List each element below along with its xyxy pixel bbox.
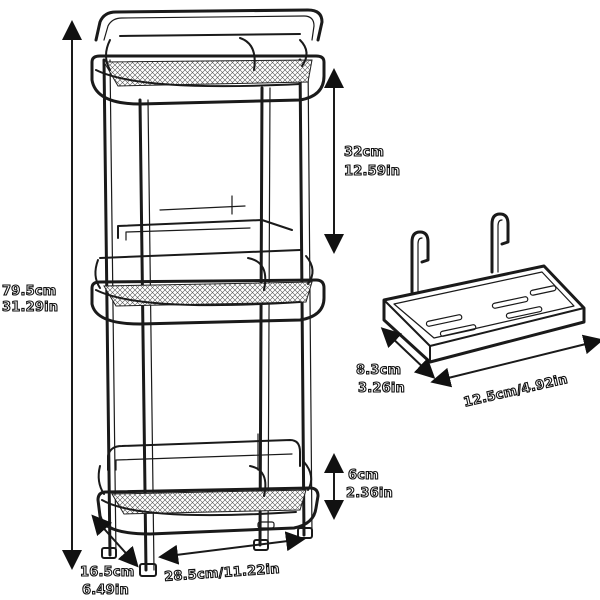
- basket-depth-cm: 6cm: [348, 468, 379, 483]
- middle-shelf: [90, 249, 326, 326]
- top-rail: [94, 8, 324, 42]
- middle-rail: [117, 195, 293, 241]
- top-shelf: [90, 37, 326, 106]
- total-height-in: 31.29in: [2, 300, 58, 315]
- hook-basket-width: 12.5cm/4.92in: [462, 372, 569, 411]
- base-depth-cm: 16.5cm: [80, 565, 135, 580]
- hook-basket-depth-in: 3.26in: [358, 381, 405, 396]
- bottom-rail: [107, 439, 301, 471]
- hook-basket-depth-cm: 8.3cm: [356, 363, 401, 378]
- base-depth-in: 6.49in: [82, 583, 129, 598]
- basket-depth-in: 2.36in: [346, 486, 393, 501]
- three-tier-rack: [90, 8, 326, 577]
- shelf-spacing-cm: 32cm: [344, 145, 384, 160]
- base-width: 28.5cm/11.22in: [164, 562, 280, 585]
- total-height-cm: 79.5cm: [2, 284, 57, 299]
- bottom-shelf: [96, 433, 320, 536]
- dimension-labels: 79.5cm 31.29in 32cm 12.59in 6cm 2.36in 1…: [1, 144, 569, 598]
- hanging-hook-basket: [382, 212, 586, 364]
- dimension-arrows: [62, 19, 600, 570]
- shelf-spacing-in: 12.59in: [344, 164, 400, 179]
